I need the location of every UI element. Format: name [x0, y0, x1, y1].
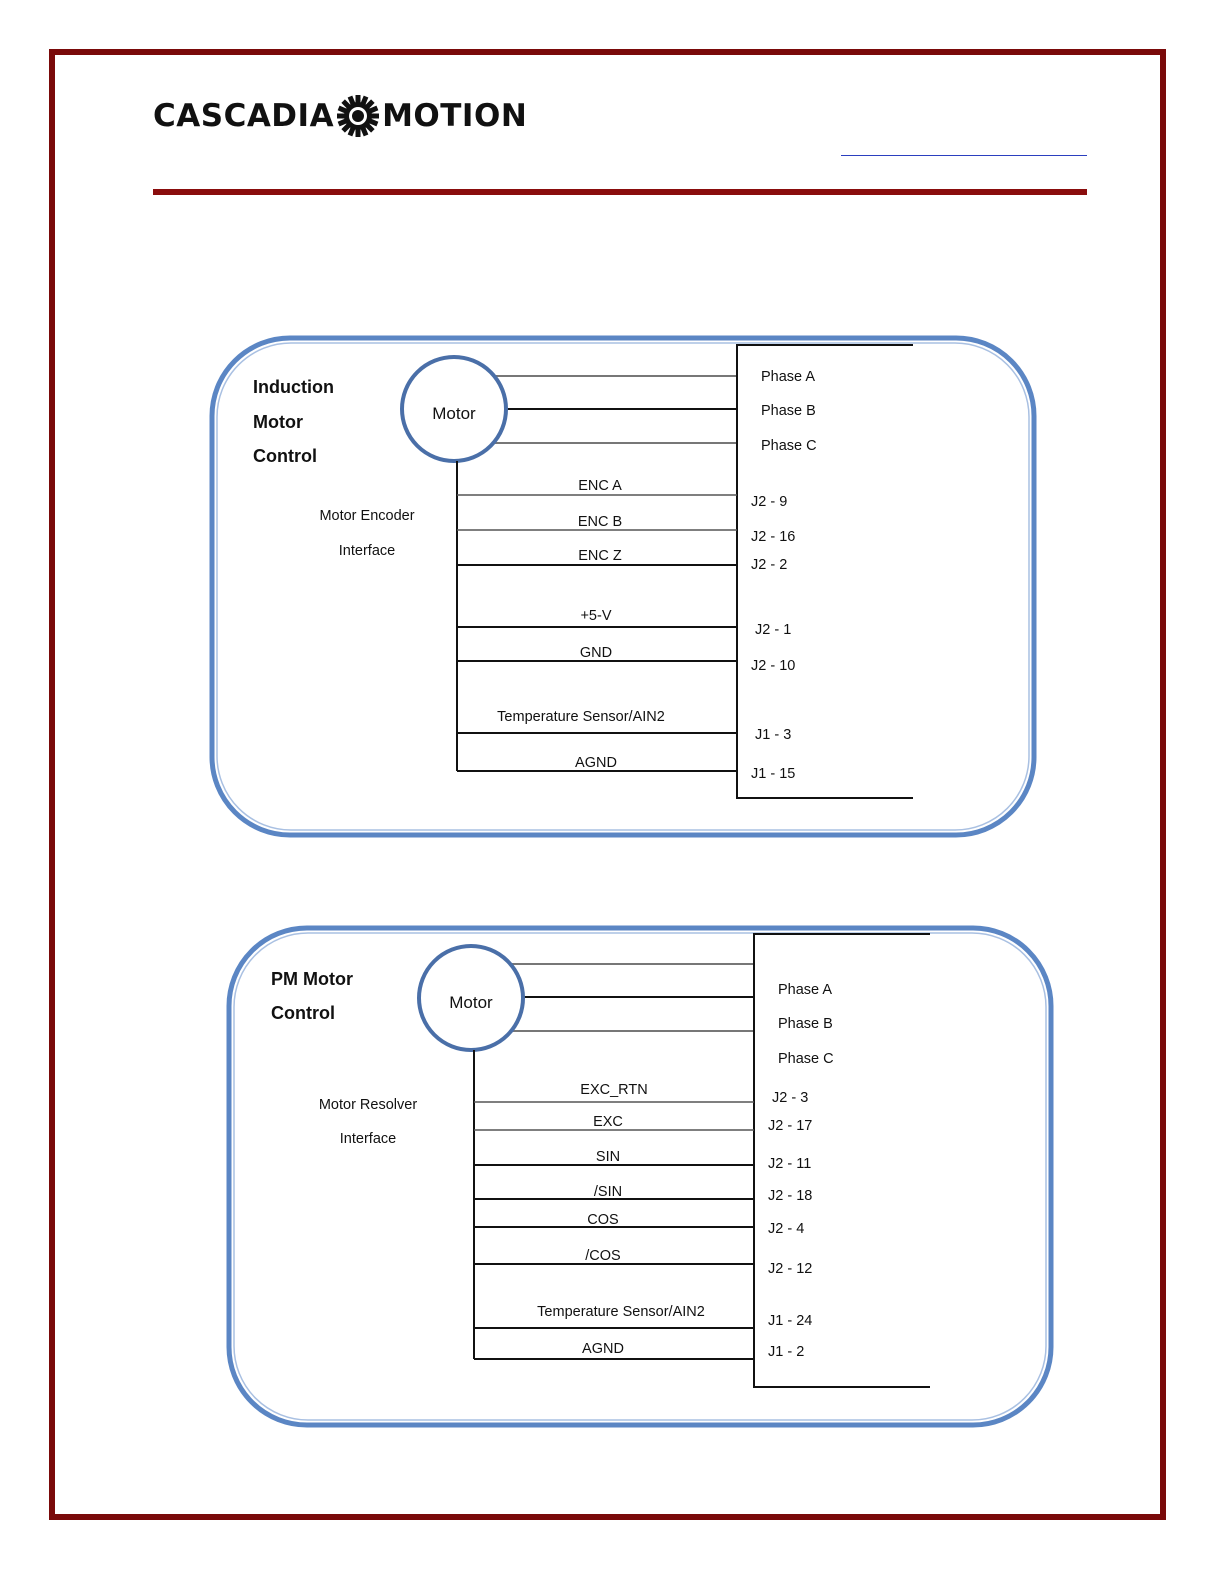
- phase-label: Phase A: [761, 369, 815, 385]
- header-link-underline[interactable]: [841, 155, 1087, 156]
- pin-label: J2 - 11: [768, 1156, 811, 1172]
- signal-label: Temperature Sensor/AIN2: [497, 709, 665, 725]
- interface-label: Interface: [339, 543, 395, 559]
- gear-icon: [337, 95, 380, 137]
- signal-label: EXC_RTN: [580, 1082, 647, 1098]
- interface-label: Motor Resolver: [319, 1097, 417, 1113]
- motor-symbol: [400, 355, 508, 463]
- pin-label: J1 - 3: [755, 727, 791, 743]
- signal-label: EXC: [593, 1114, 623, 1130]
- signal-label: GND: [580, 645, 612, 661]
- company-logo: CASCADIA MOTION: [153, 94, 527, 138]
- pin-label: J2 - 17: [768, 1118, 812, 1134]
- pin-label: J2 - 10: [751, 658, 795, 674]
- phase-label: Phase A: [778, 982, 832, 998]
- pin-label: J2 - 16: [751, 529, 795, 545]
- phase-label: Phase C: [761, 438, 817, 454]
- motor-label: Motor: [449, 993, 493, 1012]
- signal-label: AGND: [575, 755, 617, 771]
- phase-label: Phase C: [778, 1051, 834, 1067]
- signal-label: /SIN: [594, 1184, 622, 1200]
- signal-label: ENC B: [578, 514, 622, 530]
- pin-label: J2 - 9: [751, 494, 787, 510]
- logo-text-left: CASCADIA: [153, 98, 335, 134]
- motor-label: Motor: [432, 404, 476, 423]
- pin-label: J1 - 2: [768, 1344, 804, 1360]
- header-rule: [153, 189, 1087, 195]
- diagram-title-line: Control: [253, 446, 317, 466]
- phase-label: Phase B: [778, 1016, 833, 1032]
- diagram-title-line: PM Motor: [271, 969, 353, 989]
- diagram-frame: [226, 925, 1054, 1428]
- signal-label: ENC A: [578, 478, 622, 494]
- signal-label: ENC Z: [578, 548, 622, 564]
- pin-label: J1 - 24: [768, 1313, 812, 1329]
- logo-text-right: MOTION: [382, 98, 528, 134]
- interface-label: Motor Encoder: [319, 508, 414, 524]
- pin-label: J2 - 2: [751, 557, 787, 573]
- pin-label: J2 - 3: [772, 1090, 808, 1106]
- pin-label: J2 - 4: [768, 1221, 804, 1237]
- phase-label: Phase B: [761, 403, 816, 419]
- diagram-title-line: Induction: [253, 377, 334, 397]
- signal-label: Temperature Sensor/AIN2: [537, 1304, 705, 1320]
- signal-label: AGND: [582, 1341, 624, 1357]
- pin-label: J2 - 1: [755, 622, 791, 638]
- pm-motor-diagram: PM Motor Control Motor Resolver Interfac…: [226, 925, 1054, 1428]
- signal-label: /COS: [585, 1248, 620, 1264]
- signal-label: SIN: [596, 1149, 620, 1165]
- diagram-title-line: Motor: [253, 412, 303, 432]
- signal-label: COS: [587, 1212, 618, 1228]
- pin-label: J2 - 18: [768, 1188, 812, 1204]
- diagram-frame: [209, 335, 1037, 838]
- pin-label: J2 - 12: [768, 1261, 812, 1277]
- induction-motor-diagram: Induction Motor Control Motor Encoder In…: [209, 335, 1037, 838]
- interface-label: Interface: [340, 1131, 396, 1147]
- motor-symbol: [417, 944, 525, 1052]
- pin-label: J1 - 15: [751, 766, 795, 782]
- signal-label: +5-V: [580, 608, 611, 624]
- diagram-title-line: Control: [271, 1003, 335, 1023]
- page-border: [49, 49, 1166, 1520]
